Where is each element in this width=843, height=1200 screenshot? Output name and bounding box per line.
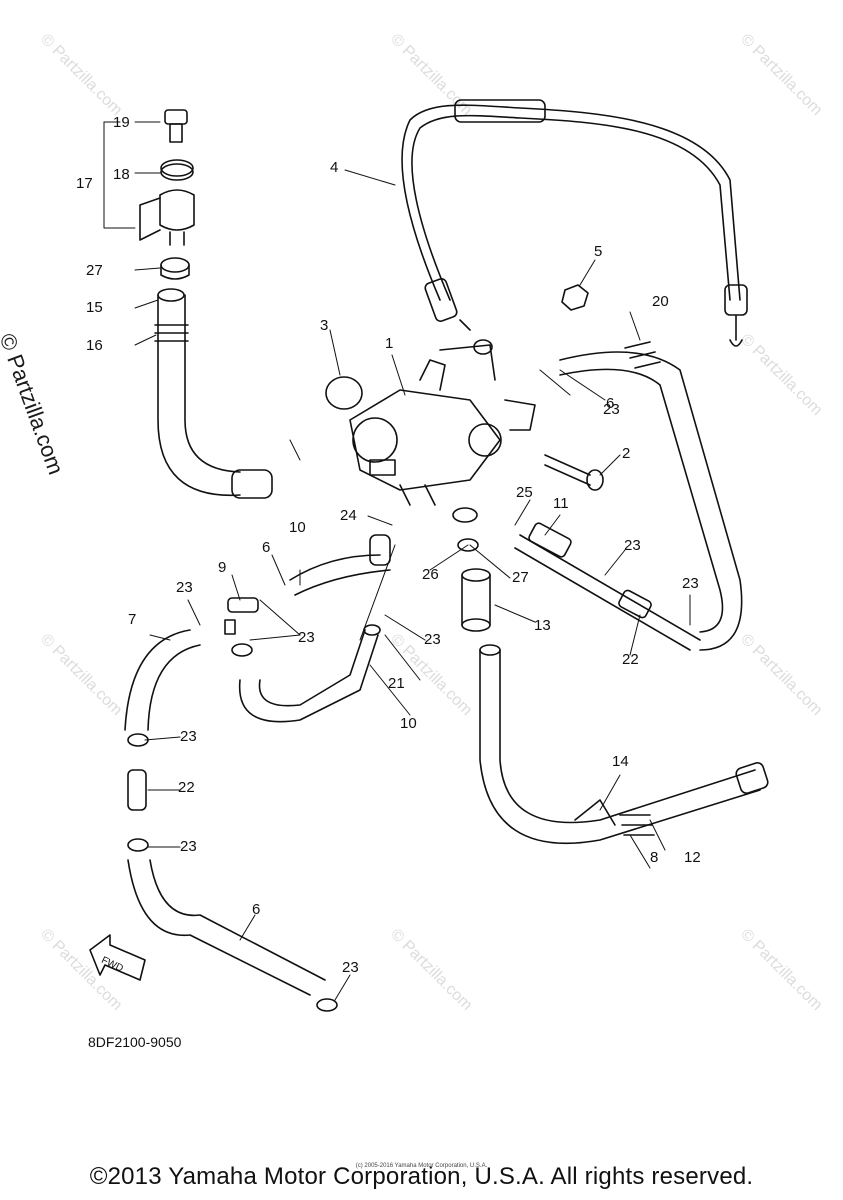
watermark-text: © Partzilla.com — [737, 331, 825, 419]
filter-mount — [139, 109, 195, 280]
watermark-layer: © Partzilla.com © Partzilla.com © Partzill… — [37, 31, 825, 1014]
callout-26: 26 — [422, 566, 439, 583]
callout-1: 1 — [385, 335, 393, 352]
callout-25: 25 — [516, 484, 533, 501]
callout-27: 27 — [512, 569, 529, 586]
left-vent-hose — [154, 288, 273, 499]
callout-20: 20 — [652, 293, 669, 310]
callout-27: 27 — [86, 262, 103, 279]
copyright-notice: ©2013 Yamaha Motor Corporation, U.S.A. A… — [89, 1163, 754, 1190]
callout-23: 23 — [180, 838, 197, 855]
callout-23: 23 — [682, 575, 699, 592]
callout-23: 23 — [624, 537, 641, 554]
callout-23: 23 — [180, 728, 197, 745]
watermark-text: © Partzilla.com — [737, 31, 825, 119]
callout-6: 6 — [606, 395, 614, 412]
fitting-line — [514, 522, 701, 651]
bolt — [544, 454, 604, 491]
callout-22: 22 — [622, 651, 639, 668]
callout-7: 7 — [128, 611, 136, 628]
callout-16: 16 — [86, 337, 103, 354]
leader-lines — [103, 121, 691, 1001]
callout-9: 9 — [218, 559, 226, 576]
callout-23: 23 — [176, 579, 193, 596]
fwd-label: FWD — [99, 955, 124, 975]
watermark-text: © Partzilla.com — [387, 926, 475, 1014]
callout-22: 22 — [178, 779, 195, 796]
callout-6: 6 — [252, 901, 260, 918]
diagram-code: 8DF2100-9050 — [88, 1034, 182, 1050]
right-return-hose — [559, 341, 743, 651]
callout-14: 14 — [612, 753, 629, 770]
throttle-cable — [401, 99, 748, 347]
fwd-arrow — [89, 934, 146, 981]
callout-21: 21 — [388, 675, 405, 692]
callout-11: 11 — [553, 495, 569, 512]
callout-13: 13 — [534, 617, 551, 634]
callout-23: 23 — [424, 631, 441, 648]
callout-4: 4 — [330, 159, 338, 176]
callout-10: 10 — [289, 519, 306, 536]
left-supply-hose — [124, 597, 259, 852]
bottom-hose — [127, 859, 338, 1012]
small-copyright: (c) 2005-2016 Yamaha Motor Corporation, … — [355, 1163, 488, 1169]
lower-right-hose — [452, 507, 769, 845]
callout-23: 23 — [603, 401, 620, 418]
watermark-text: © Partzilla.com — [737, 631, 825, 719]
callout-12: 12 — [684, 849, 701, 866]
center-hoses — [238, 534, 391, 723]
callout-18: 18 — [113, 166, 130, 183]
callout-2: 2 — [622, 445, 630, 462]
callout-19: 19 — [113, 114, 130, 131]
callout-23: 23 — [298, 629, 315, 646]
callout-labels: 1234566678910101112131415161718192021222… — [76, 114, 701, 976]
callout-6: 6 — [262, 539, 270, 556]
callout-24: 24 — [340, 507, 357, 524]
callout-5: 5 — [594, 243, 602, 260]
nut — [561, 284, 589, 311]
watermark-text: © Partzilla.com — [737, 926, 825, 1014]
callout-8: 8 — [650, 849, 658, 866]
callout-17: 17 — [76, 175, 93, 192]
oil-pump-body — [325, 339, 536, 506]
callout-3: 3 — [320, 317, 328, 334]
watermark-text: © Partzilla.com — [37, 631, 125, 719]
watermark-text: © Partzilla.com — [37, 31, 125, 119]
callout-10: 10 — [400, 715, 417, 732]
callout-23: 23 — [342, 959, 359, 976]
callout-15: 15 — [86, 299, 103, 316]
